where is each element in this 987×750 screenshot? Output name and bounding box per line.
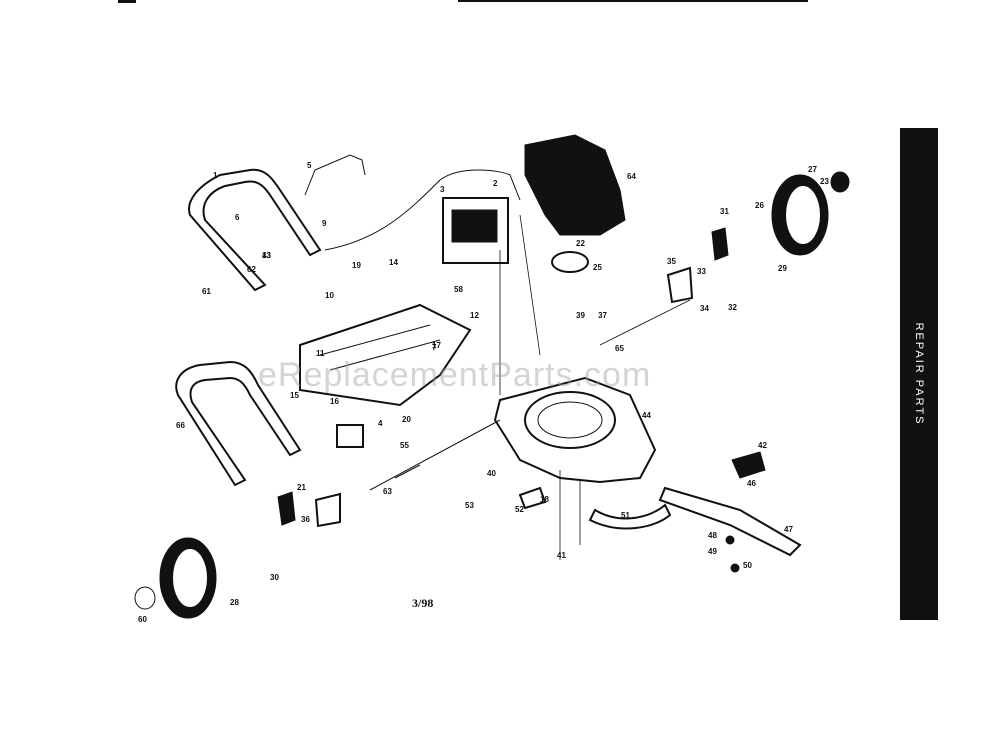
callout-31: 31 [720, 207, 729, 216]
callout-13: 13 [262, 251, 271, 260]
callout-30: 30 [270, 573, 279, 582]
callout-50: 50 [743, 561, 752, 570]
callout-3: 3 [440, 185, 445, 194]
engine [524, 134, 626, 273]
callout-61: 61 [202, 287, 211, 296]
rear-shield [299, 303, 472, 407]
wheel-left [134, 537, 217, 619]
callout-2: 2 [493, 179, 498, 188]
top-left-mark [118, 0, 136, 3]
callout-4: 4 [378, 419, 383, 428]
control-bar [304, 154, 366, 196]
callout-66: 66 [176, 421, 185, 430]
callout-6: 6 [235, 213, 240, 222]
callout-34: 34 [700, 304, 709, 313]
callout-26: 26 [755, 201, 764, 210]
callout-5: 5 [307, 161, 312, 170]
callout-48: 48 [708, 531, 717, 540]
callout-47: 47 [784, 525, 793, 534]
blade [658, 486, 802, 557]
callout-12: 12 [470, 311, 479, 320]
callout-27: 27 [808, 165, 817, 174]
callout-58: 58 [454, 285, 463, 294]
baffle [588, 503, 672, 530]
callout-65: 65 [615, 344, 624, 353]
callout-25: 25 [593, 263, 602, 272]
callout-43: 43 [262, 251, 271, 260]
callout-62: 62 [247, 265, 256, 274]
mower-deck [493, 376, 657, 484]
repair-parts-label: REPAIR PARTS [913, 322, 925, 426]
rear-axle [369, 419, 501, 491]
callout-18: 18 [540, 495, 549, 504]
callout-16: 16 [330, 397, 339, 406]
callout-53: 53 [465, 501, 474, 510]
callout-44: 44 [642, 411, 651, 420]
callout-52: 52 [515, 505, 524, 514]
lower-parts [336, 424, 547, 510]
callout-7: 7 [432, 343, 437, 352]
guide-lines [499, 214, 691, 560]
callout-49: 49 [708, 547, 717, 556]
callout-64: 64 [627, 172, 636, 181]
callout-60: 60 [138, 615, 147, 624]
callout-41: 41 [557, 551, 566, 560]
callout-32: 32 [728, 303, 737, 312]
height-adjusters [277, 227, 729, 528]
callout-9: 9 [322, 219, 327, 228]
blade-hardware [725, 451, 766, 573]
callout-33: 33 [697, 267, 706, 276]
callout-14: 14 [389, 258, 398, 267]
callout-29: 29 [778, 264, 787, 273]
callout-20: 20 [402, 415, 411, 424]
callout-37: 37 [598, 311, 607, 320]
callout-11: 11 [316, 349, 325, 358]
callout-42: 42 [758, 441, 767, 450]
callout-1: 1 [213, 171, 218, 180]
callout-46: 46 [747, 479, 756, 488]
callout-17: 17 [432, 341, 441, 350]
wheel-right [771, 171, 850, 256]
callout-19: 19 [352, 261, 361, 270]
callout-39: 39 [576, 311, 585, 320]
callout-21: 21 [297, 483, 306, 492]
throttle-cable [324, 169, 521, 251]
upper-handle [188, 168, 322, 292]
decal-plate [442, 197, 509, 264]
callout-35: 35 [667, 257, 676, 266]
callout-22: 22 [576, 239, 585, 248]
callout-28: 28 [230, 598, 239, 607]
repair-parts-tab: REPAIR PARTS [900, 128, 938, 620]
callout-63: 63 [383, 487, 392, 496]
callout-15: 15 [290, 391, 299, 400]
bag-frame [175, 360, 302, 487]
callout-40: 40 [487, 469, 496, 478]
date-code: 3/98 [412, 596, 434, 610]
callout-labels: 1 2 3 4 5 6 7 9 10 11 12 13 14 15 16 17 … [138, 161, 829, 624]
top-rule [458, 0, 808, 2]
callout-36: 36 [301, 515, 310, 524]
callout-23: 23 [820, 177, 829, 186]
watermark: eReplacementParts.com [258, 356, 652, 394]
callout-55: 55 [400, 441, 409, 450]
callout-10: 10 [325, 291, 334, 300]
callout-51: 51 [621, 511, 630, 520]
